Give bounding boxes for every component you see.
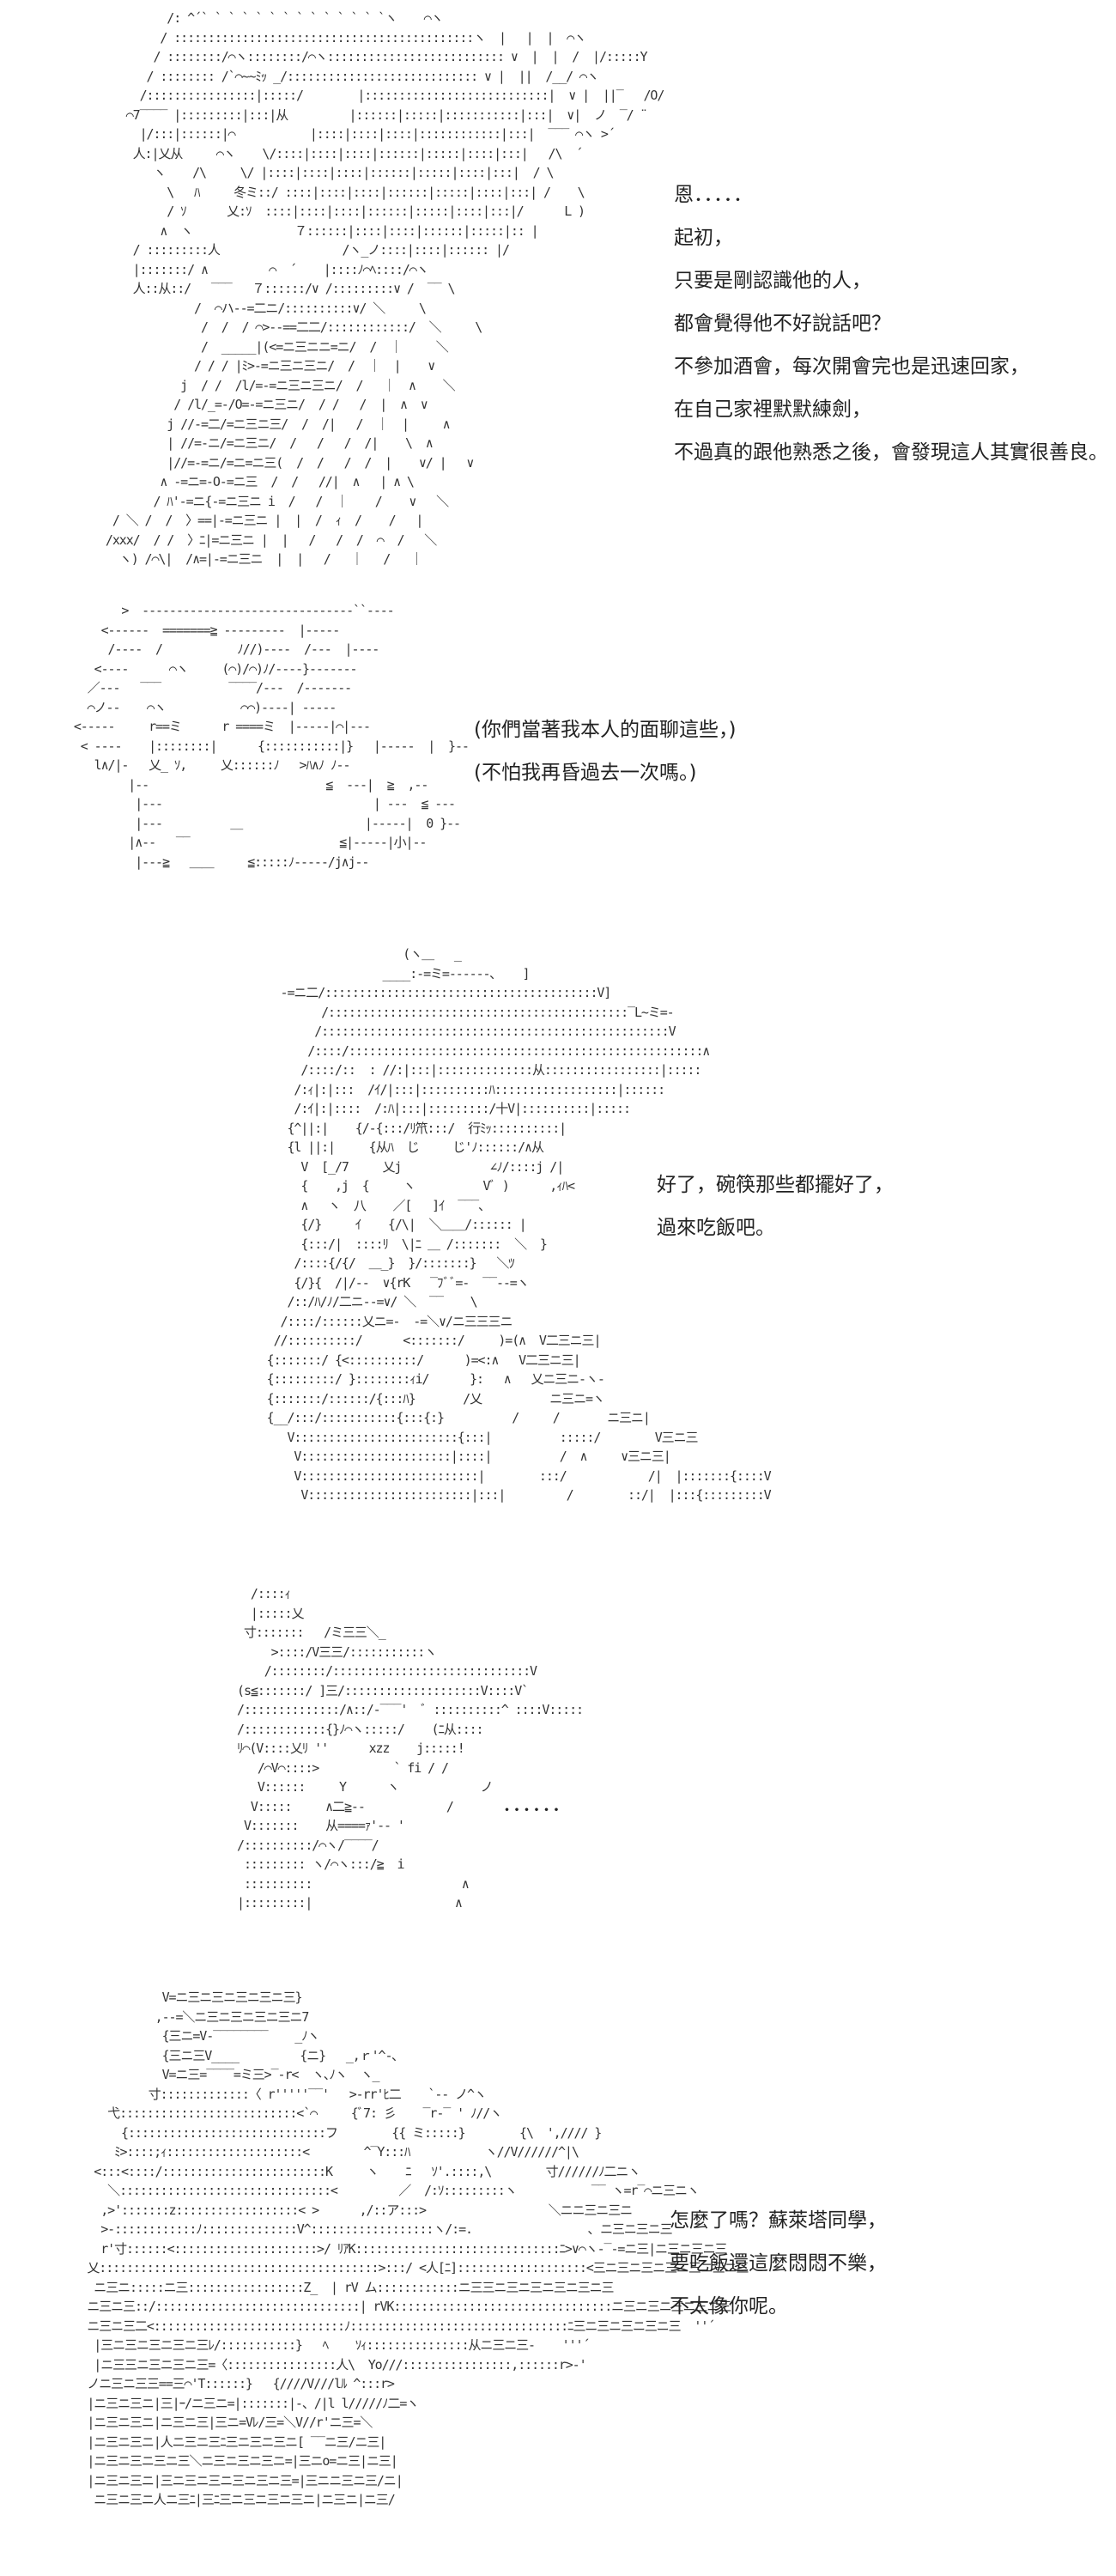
- panel-1: /: ^´` ` ` ` ` ` ` ` ` ` ` ` ` `ヽ ⌒ヽ / :…: [0, 9, 1116, 575]
- dialogue-text: (你們當著我本人的面聊這些，) (不怕我再昏過去一次嗎。): [474, 708, 736, 794]
- dialogue-line: 好了，碗筷那些都擺好了，: [657, 1174, 894, 1196]
- dialogue-text: 恩．．．．． 起初， 只要是剛認識他的人， 都會覺得他不好說話吧？ 不參加酒會，…: [674, 173, 1108, 474]
- dialogue-line: 只要是剛認識他的人，: [674, 270, 871, 292]
- dialogue-line: 不太像你呢。: [670, 2295, 788, 2318]
- ascii-art-character: V=ニ三ニ三ニ三ニ三ニ三} ,--=＼ニ三ニ三ニ三ニ三ニ7 {三ニ=V-‾‾‾‾…: [87, 1990, 749, 2507]
- dialogue-line: ．．．．．．: [502, 1794, 572, 1816]
- dialogue-line: 不參加酒會，每次開會完也是迅速回家，: [674, 355, 1029, 378]
- dialogue-line: 過來吃飯吧。: [657, 1217, 775, 1239]
- dialogue-line: (你們當著我本人的面聊這些，): [474, 719, 737, 741]
- ascii-art-character: /: ^´` ` ` ` ` ` ` ` ` ` ` ` ` `ヽ ⌒ヽ / :…: [105, 10, 664, 567]
- dialogue-line: 要吃飯還這麼悶悶不樂，: [670, 2252, 887, 2275]
- dialogue-text: 好了，碗筷那些都擺好了， 過來吃飯吧。: [657, 1163, 894, 1249]
- dialogue-line: 都會覺得他不好說話吧？: [674, 313, 891, 335]
- panel-3: (ヽ＿ _ ____:-=ミ=------､ ] -=ニ二/::::::::::…: [0, 945, 1116, 1546]
- panel-2: > -------------------------------``---- …: [0, 601, 1116, 910]
- ascii-art-character: > -------------------------------``---- …: [73, 603, 470, 870]
- dialogue-line: 怎麼了嗎？蘇萊塔同學，: [670, 2209, 887, 2232]
- dialogue-text: ．．．．．．: [502, 1783, 572, 1826]
- dialogue-line: 起初，: [674, 227, 733, 249]
- dialogue-line: (不怕我再昏過去一次嗎。): [474, 762, 697, 784]
- ascii-art-character: (ヽ＿ _ ____:-=ミ=------､ ] -=ニ二/::::::::::…: [266, 946, 772, 1503]
- dialogue-line: 在自己家裡默默練劍，: [674, 398, 871, 421]
- dialogue-line: 恩．．．．．: [674, 184, 753, 206]
- dialogue-line: 不過真的跟他熟悉之後，會發現這人其實很善良。: [674, 441, 1108, 464]
- ascii-art-character: /::::ｨ |:::::乂 寸::::::: /ミ三三＼_ >::::/V三三…: [237, 1586, 584, 1911]
- dialogue-text: 怎麼了嗎？蘇萊塔同學， 要吃飯還這麼悶悶不樂， 不太像你呢。: [670, 2199, 887, 2328]
- panel-5: V=ニ三ニ三ニ三ニ三ニ三} ,--=＼ニ三ニ三ニ三ニ三ニ7 {三ニ=V-‾‾‾‾…: [0, 1988, 1116, 2572]
- panel-4: /::::ｨ |:::::乂 寸::::::: /ミ三三＼_ >::::/V三三…: [0, 1584, 1116, 1971]
